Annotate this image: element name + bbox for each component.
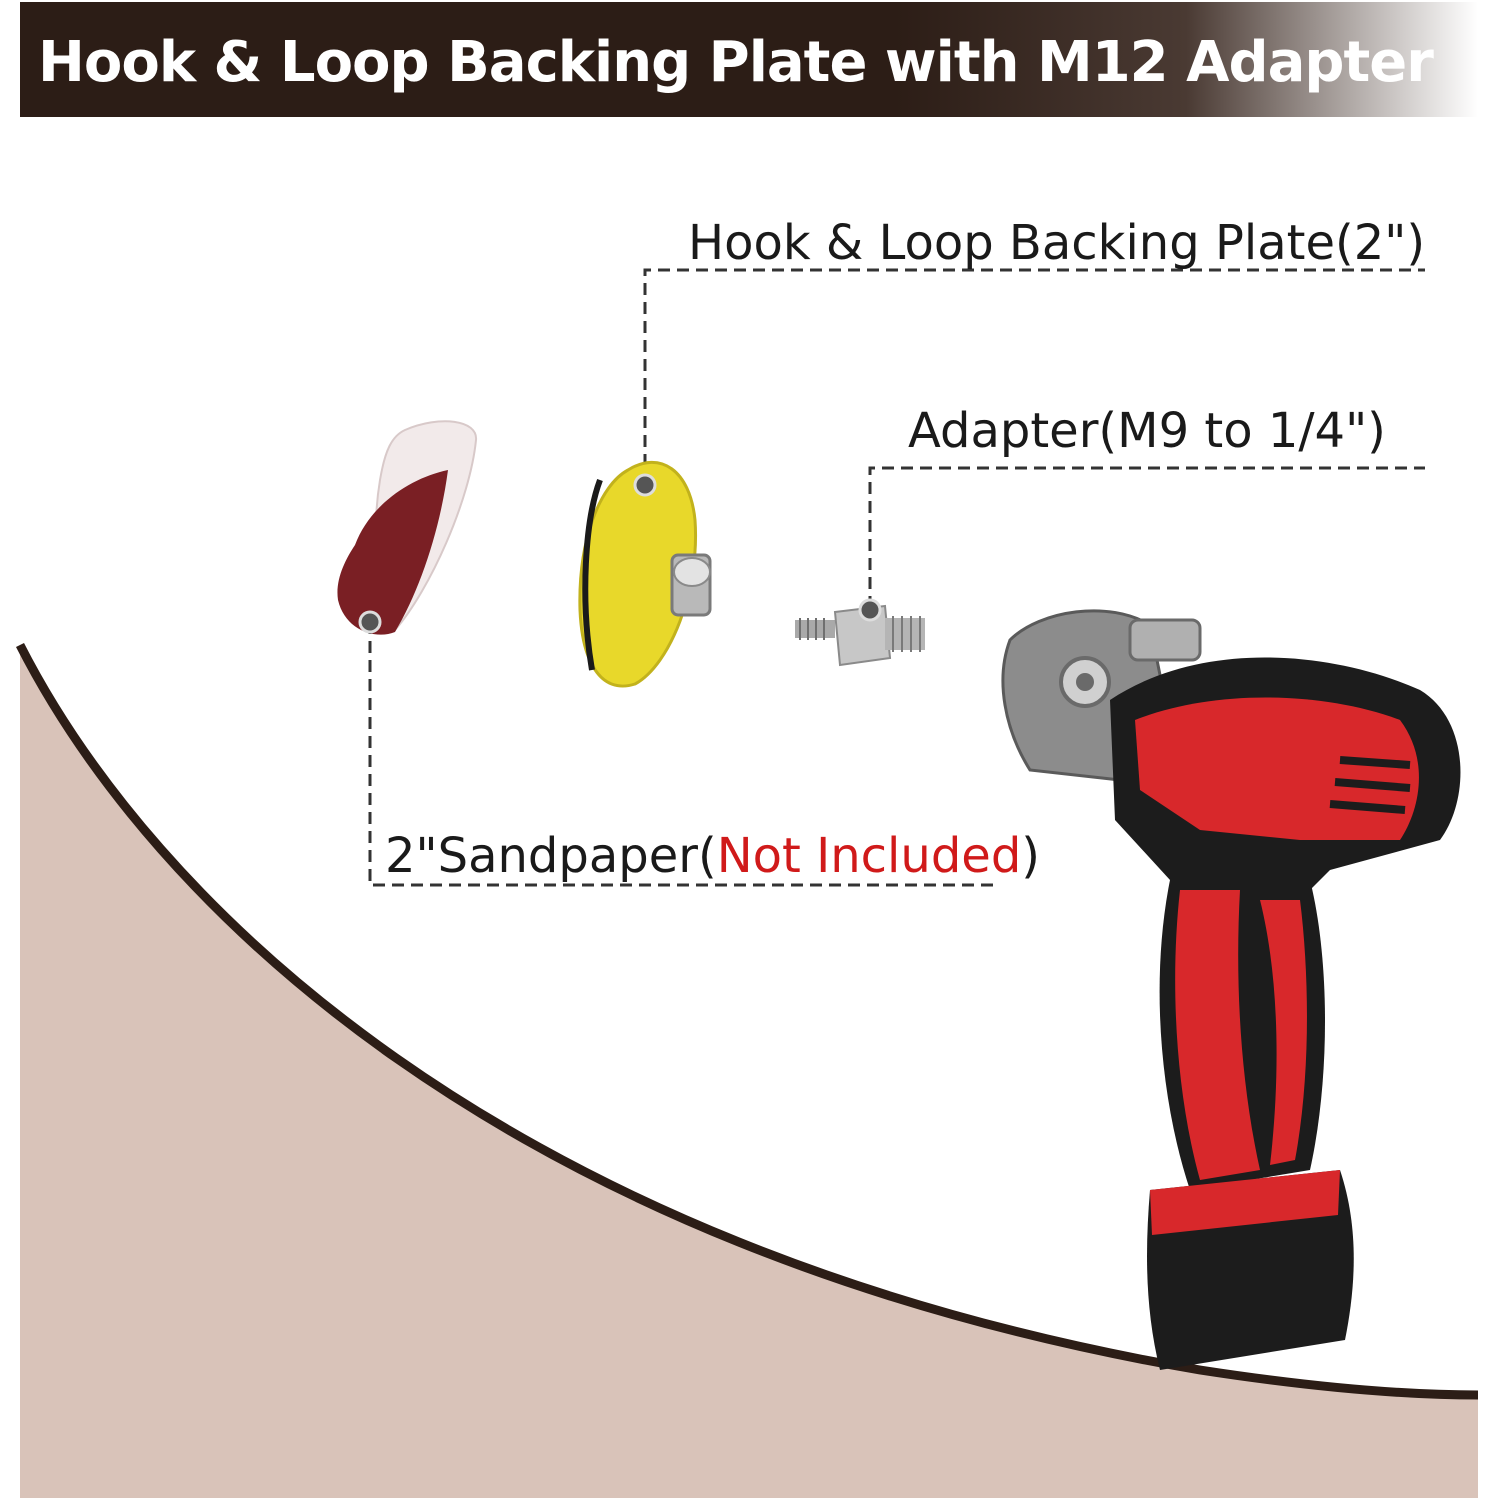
leader-lines <box>368 268 1425 887</box>
backing-plate-icon <box>578 460 712 688</box>
swoosh-edge <box>15 642 1479 1400</box>
callout-sandpaper-prefix: 2"Sandpaper( <box>385 828 717 884</box>
swoosh-fill <box>20 645 1478 1498</box>
page-title: Hook & Loop Backing Plate with M12 Adapt… <box>38 30 1434 95</box>
sandpaper-disc-icon <box>337 420 478 635</box>
cordless-grinder-icon <box>1001 609 1461 1370</box>
callout-backing-plate: Hook & Loop Backing Plate(2") <box>688 215 1426 271</box>
callout-sandpaper: 2"Sandpaper(Not Included) <box>385 828 1040 884</box>
threaded-adapter-icon <box>795 598 925 667</box>
title-bar <box>20 2 1478 117</box>
callout-adapter: Adapter(M9 to 1/4") <box>908 403 1386 459</box>
callout-sandpaper-note: Not Included <box>716 828 1022 884</box>
leader-backing-plate <box>643 268 1425 485</box>
leader-adapter <box>868 466 1425 608</box>
callout-sandpaper-suffix: ) <box>1021 828 1041 884</box>
leader-sandpaper <box>368 622 1000 887</box>
